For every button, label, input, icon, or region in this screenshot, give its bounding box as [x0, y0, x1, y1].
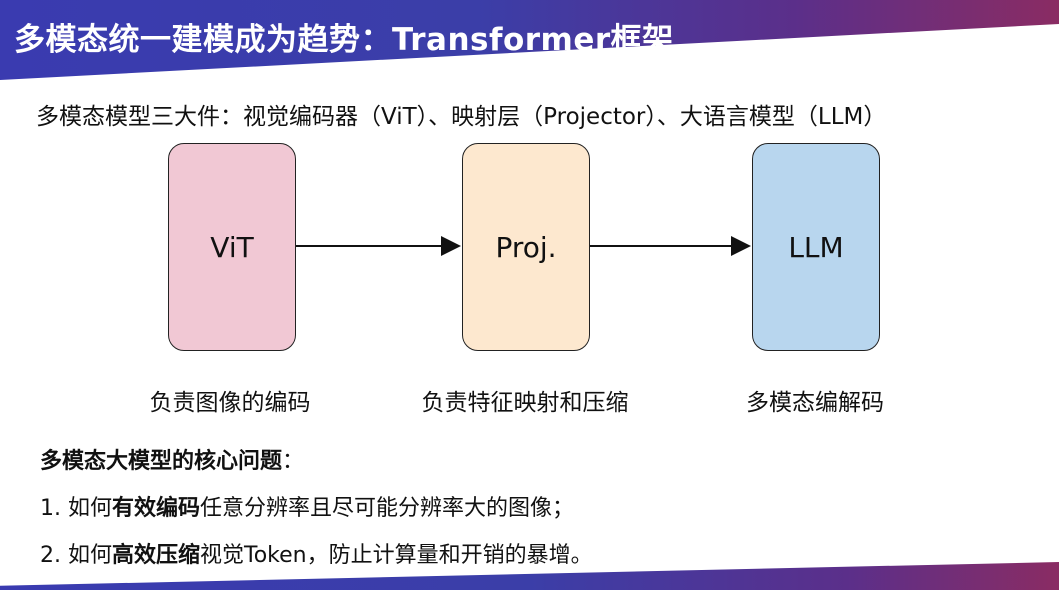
problem-1-prefix: 1. 如何 [40, 496, 112, 521]
llm-caption: 多模态编解码 [746, 390, 884, 416]
problems-heading-suffix: ： [282, 449, 305, 474]
problem-1-suffix: 任意分辨率且尽可能分辨率大的图像； [200, 496, 575, 521]
vit-caption: 负责图像的编码 [149, 390, 311, 416]
problem-2-bold: 高效压缩 [111, 543, 200, 568]
page-title: 多模态统一建模成为趋势：Transformer框架 [14, 22, 674, 58]
projector-box: Proj. [462, 143, 590, 351]
problems-heading: 多模态大模型的核心问题： [40, 443, 304, 475]
subtitle: 多模态模型三大件：视觉编码器（ViT）、映射层（Projector）、大语言模型… [36, 104, 887, 130]
vit-label: ViT [210, 230, 254, 264]
problem-1-bold: 有效编码 [111, 496, 200, 521]
problems-heading-bold: 多模态大模型的核心问题 [40, 449, 283, 474]
problem-2-prefix: 2. 如何 [40, 543, 112, 568]
problem-2-suffix: 视觉Token，防止计算量和开销的暴增。 [200, 543, 593, 568]
llm-label: LLM [788, 230, 844, 264]
problem-item-2: 2. 如何高效压缩视觉Token，防止计算量和开销的暴增。 [40, 537, 593, 569]
projector-caption: 负责特征映射和压缩 [421, 390, 629, 416]
problem-item-1: 1. 如何有效编码任意分辨率且尽可能分辨率大的图像； [40, 490, 574, 522]
vit-box: ViT [168, 143, 296, 351]
projector-label: Proj. [495, 230, 557, 264]
llm-box: LLM [752, 143, 880, 351]
